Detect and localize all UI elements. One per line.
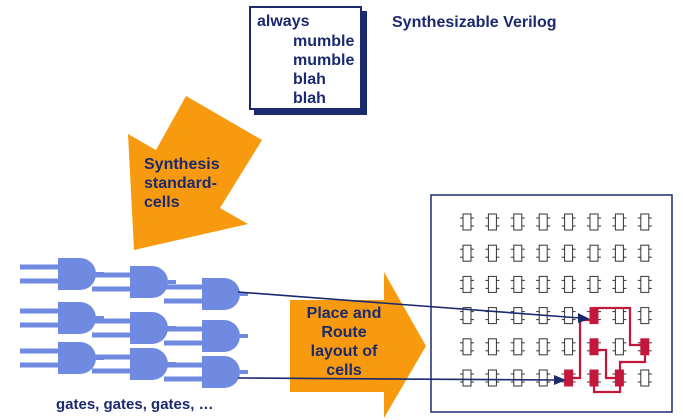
code-line: blah [293, 71, 326, 88]
standard-cell [637, 369, 652, 387]
standard-cell [637, 307, 652, 325]
synthesis-label: Synthesis standard- cells [144, 155, 220, 212]
standard-cell [561, 275, 576, 293]
standard-cell [612, 275, 627, 293]
code-line: mumble [293, 52, 355, 69]
standard-cell [510, 307, 525, 325]
standard-cell [510, 213, 525, 231]
mapping-arrows [237, 291, 590, 385]
standard-cell [510, 338, 525, 356]
place-route-label-line: Place and [306, 305, 382, 322]
standard-cell [587, 244, 601, 262]
standard-cell [485, 369, 500, 387]
route-wire [592, 306, 645, 347]
route-wire [594, 348, 620, 380]
mapping-arrowhead-bottom [554, 375, 566, 385]
and-gate-icon [20, 342, 104, 374]
standard-cell [460, 213, 474, 231]
standard-cell [485, 338, 500, 356]
and-gate-icon [20, 302, 104, 334]
standard-cell [637, 213, 652, 231]
gates-group [20, 258, 248, 388]
standard-cell [536, 244, 551, 262]
standard-cell [612, 338, 627, 356]
and-gate-icon [92, 312, 176, 344]
standard-cell [536, 213, 551, 231]
code-line-always: always [257, 13, 310, 30]
standard-cell [460, 244, 474, 262]
and-gate-icon [164, 278, 248, 310]
and-gate-icon [20, 258, 104, 290]
standard-cell [561, 338, 576, 356]
standard-cell [536, 275, 551, 293]
standard-cell [637, 244, 652, 262]
route-wire [618, 352, 647, 375]
code-line: mumble [293, 33, 355, 50]
and-gate-icon [164, 356, 248, 388]
standard-cell [485, 244, 500, 262]
place-route-label-line: cells [326, 362, 362, 379]
standard-cell [460, 338, 474, 356]
gates-label: gates, gates, gates, … [56, 396, 214, 413]
synthesis-label-line: cells [144, 194, 180, 211]
standard-cell [561, 244, 576, 262]
synthesis-label-line: standard- [144, 175, 217, 192]
standard-cell [637, 275, 652, 293]
cell-grid [460, 213, 652, 387]
and-gate-icon [92, 266, 176, 298]
place-route-label: Place and Route layout of cells [290, 304, 398, 380]
standard-cell [536, 338, 551, 356]
standard-cell [510, 369, 525, 387]
and-gate-icon [92, 348, 176, 380]
mapping-arrow-top [237, 291, 581, 319]
place-route-label-line: Route [321, 324, 367, 341]
synthesis-label-line: Synthesis [144, 156, 220, 173]
standard-cell [485, 213, 500, 231]
verilog-code-box: always mumble mumble blah blah [249, 6, 362, 110]
standard-cell [460, 307, 474, 325]
mapping-arrow-bottom [237, 377, 557, 381]
standard-cell [460, 275, 474, 293]
mapping-arrowhead-top [578, 313, 590, 323]
route-wire [592, 372, 622, 394]
standard-cell [561, 213, 576, 231]
standard-cell [510, 275, 525, 293]
code-line: blah [293, 90, 326, 107]
standard-cell [587, 275, 601, 293]
standard-cell [587, 213, 601, 231]
standard-cell [510, 244, 525, 262]
place-route-arrow [290, 272, 426, 418]
standard-cell [612, 213, 627, 231]
synthesis-arrow [128, 96, 262, 250]
standard-cell [485, 275, 500, 293]
verilog-label: Synthesizable Verilog [392, 14, 557, 31]
place-route-label-line: layout of [310, 343, 378, 360]
standard-cell [612, 244, 627, 262]
standard-cell [460, 369, 474, 387]
standard-cell [536, 369, 551, 387]
and-gate-icon [164, 320, 248, 352]
standard-cell [561, 307, 576, 325]
